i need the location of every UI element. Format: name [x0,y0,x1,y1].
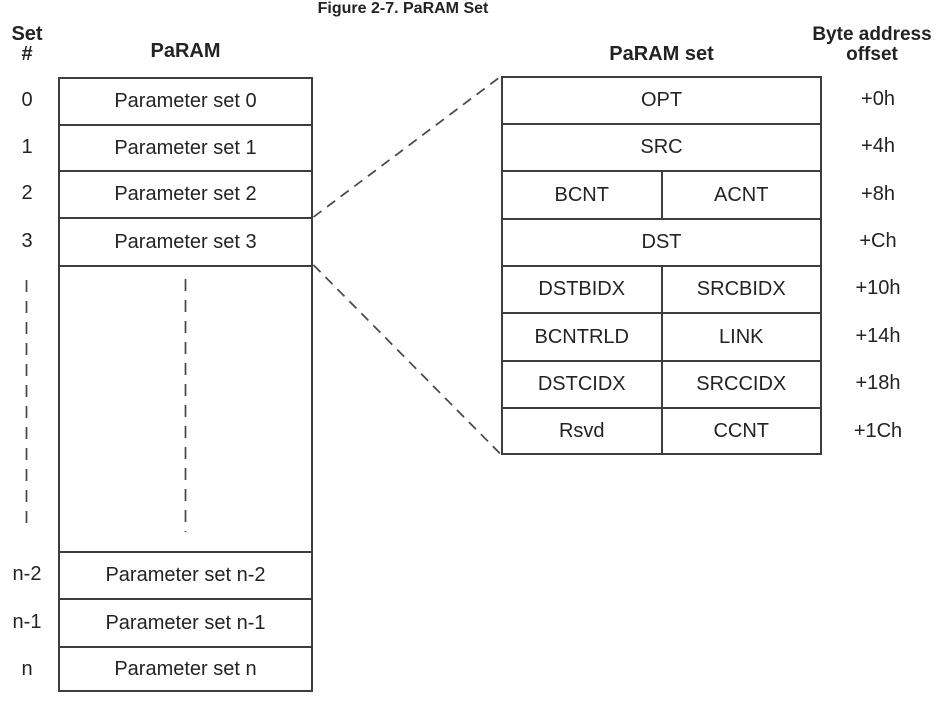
param-set-row: BCNT ACNT [503,170,820,218]
param-set-row: Rsvd CCNT [503,407,820,453]
byte-offset-label: +1Ch [853,420,903,442]
expansion-line-top [312,76,501,218]
byte-offset-label: +4h [861,135,895,157]
byte-offset-label: +14h [855,325,901,347]
byte-offset-label: +0h [861,88,895,110]
expansion-line-bottom [312,264,501,455]
param-set-table: OPT SRC BCNT ACNT DST DSTBIDX SRCBIDX BC… [501,76,822,455]
set-number-n-2: n-2 [12,563,42,585]
param-row: Parameter set 3 [60,217,311,265]
set-number-1: 1 [21,136,33,158]
set-number-3: 3 [21,230,33,252]
register-cell: SRCCIDX [660,362,821,407]
register-cell: DSTBIDX [538,278,626,300]
register-cell: CCNT [660,409,821,453]
param-set-row: DSTBIDX SRCBIDX [503,265,820,312]
register-cell: OPT [640,89,683,111]
set-header-line2: # [21,43,33,65]
param-set-row: DST [503,218,820,265]
param-set-row: BCNTRLD LINK [503,312,820,360]
register-cell: ACNT [660,172,821,218]
param-row: Parameter set n-2 [60,551,311,598]
param-set-row: OPT [503,78,820,123]
byte-offset-label: +Ch [859,230,897,252]
set-number-column-header: Set # [1,24,53,64]
byte-offset-label: +18h [855,372,901,394]
set-header-line1: Set [11,23,43,45]
register-cell: SRC [640,136,683,158]
byte-offset-label: +8h [861,183,895,205]
param-row: Parameter set 0 [114,90,257,112]
param-table: Parameter set 0 Parameter set 1 Paramete… [58,77,313,692]
register-cell: LINK [660,314,821,360]
set-number-2: 2 [21,182,33,204]
offset-header-line1: Byte address [812,24,932,45]
register-cell: BCNTRLD [534,325,629,348]
figure-title: Figure 2-7. PaRAM Set [317,0,489,17]
param-set-row: DSTCIDX SRCCIDX [503,360,820,407]
register-cell: DST [641,231,682,253]
byte-offset-label: +10h [855,277,901,299]
offset-header-line2: offset [846,44,898,65]
param-row-ellipsis [60,265,311,551]
param-row: Parameter set 1 [60,124,311,170]
register-cell: SRCBIDX [660,267,821,312]
param-row: Parameter set 2 [60,170,311,217]
param-set-table-header: PaRAM set [609,43,714,65]
byte-address-offset-header: Byte address offset [811,25,933,65]
set-number-0: 0 [21,89,33,111]
set-number-n: n [21,658,33,680]
param-table-header: PaRAM [150,40,221,62]
set-number-n-1: n-1 [12,611,42,633]
register-cell: BCNT [554,183,609,206]
register-cell: Rsvd [558,419,605,442]
param-row: Parameter set n-1 [60,598,311,646]
param-set-row: SRC [503,123,820,170]
param-row: Parameter set n [60,646,311,690]
register-cell: DSTCIDX [537,373,626,395]
